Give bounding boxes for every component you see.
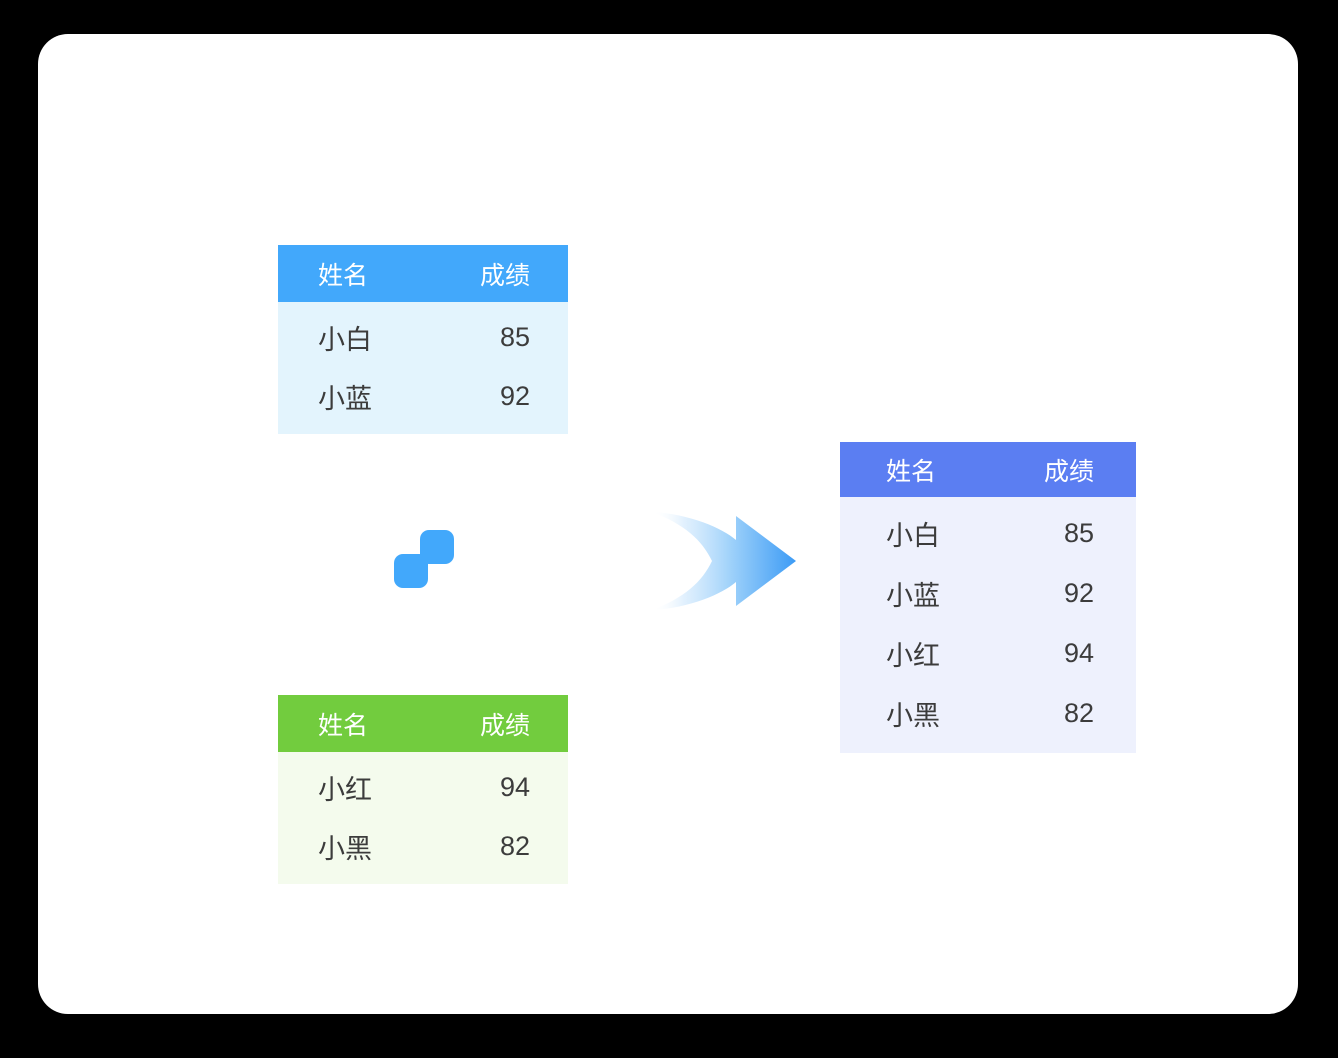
cell-name: 小白 bbox=[318, 325, 372, 355]
column-header-score: 成绩 bbox=[1043, 457, 1094, 486]
cell-score: 94 bbox=[1063, 637, 1094, 668]
table-row: 小黑 82 bbox=[840, 683, 1136, 743]
cell-name: 小白 bbox=[886, 520, 940, 551]
table-body: 小白 85 小蓝 92 bbox=[278, 302, 568, 434]
cell-score: 85 bbox=[1063, 517, 1094, 548]
cell-score: 94 bbox=[499, 772, 530, 802]
table-row: 小蓝 92 bbox=[840, 563, 1136, 623]
table-body: 小红 94 小黑 82 bbox=[278, 752, 568, 884]
cell-name: 小黑 bbox=[886, 700, 940, 731]
table-row: 小黑 82 bbox=[278, 817, 568, 876]
table-row: 小红 94 bbox=[278, 758, 568, 817]
table-row: 小白 85 bbox=[278, 308, 568, 367]
table-header-row: 姓名 成绩 bbox=[278, 695, 568, 752]
cell-score: 92 bbox=[499, 381, 530, 411]
result-table-merged: 姓名 成绩 小白 85 小蓝 92 小红 94 小黑 82 bbox=[840, 442, 1136, 753]
source-table-blue: 姓名 成绩 小白 85 小蓝 92 bbox=[278, 245, 568, 434]
cell-name: 小红 bbox=[318, 775, 372, 805]
cell-name: 小红 bbox=[886, 640, 940, 671]
source-table-green: 姓名 成绩 小红 94 小黑 82 bbox=[278, 695, 568, 884]
cell-score: 82 bbox=[1063, 697, 1094, 728]
merge-squares-icon bbox=[392, 528, 456, 592]
column-header-score: 成绩 bbox=[479, 711, 530, 740]
cell-score: 92 bbox=[1063, 577, 1094, 608]
column-header-score: 成绩 bbox=[479, 261, 530, 290]
table-row: 小红 94 bbox=[840, 623, 1136, 683]
cell-score: 82 bbox=[499, 831, 530, 861]
cell-name: 小蓝 bbox=[886, 580, 940, 611]
cell-name: 小黑 bbox=[318, 834, 372, 864]
table-header-row: 姓名 成绩 bbox=[278, 245, 568, 302]
table-row: 小白 85 bbox=[840, 503, 1136, 563]
column-header-name: 姓名 bbox=[318, 711, 369, 740]
column-header-name: 姓名 bbox=[318, 261, 369, 290]
cell-score: 85 bbox=[499, 322, 530, 352]
table-body: 小白 85 小蓝 92 小红 94 小黑 82 bbox=[840, 497, 1136, 753]
content-card: 姓名 成绩 小白 85 小蓝 92 姓名 成绩 bbox=[38, 34, 1298, 1014]
table-header-row: 姓名 成绩 bbox=[840, 442, 1136, 497]
flow-arrow-icon bbox=[650, 506, 798, 616]
column-header-name: 姓名 bbox=[886, 457, 937, 486]
table-row: 小蓝 92 bbox=[278, 367, 568, 426]
cell-name: 小蓝 bbox=[318, 384, 372, 414]
